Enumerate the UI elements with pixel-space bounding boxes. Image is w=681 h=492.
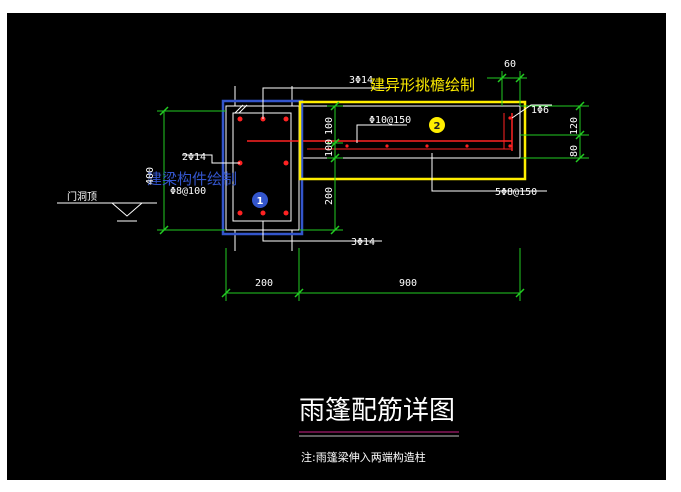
badge-1-circle[interactable] xyxy=(252,192,268,208)
canopy-dist-bar xyxy=(465,144,469,148)
canopy-highlight-box[interactable] xyxy=(298,100,527,181)
beam-top-bar xyxy=(283,116,289,122)
canopy-dist-bar xyxy=(508,116,512,120)
canopy-dist-bar xyxy=(345,144,349,148)
dim-100-upper: 100 xyxy=(324,117,335,135)
dim-80: 80 xyxy=(569,145,580,157)
door-top-symbol xyxy=(57,202,157,222)
dim-900: 900 xyxy=(399,278,417,289)
canopy-outline xyxy=(299,105,521,159)
leader-lines xyxy=(182,87,552,242)
canopy-reinforcement-drawing: 60 3Φ14 建异形挑檐绘制 1Φ6 120 80 Φ10@150 2 100… xyxy=(57,59,589,464)
label-stirrup: Φ8@100 xyxy=(170,186,206,197)
stirrup-hook xyxy=(238,104,248,114)
beam-top-bar xyxy=(237,116,243,122)
beam-side-bar xyxy=(283,160,289,166)
beam-bottom-bar xyxy=(260,210,266,216)
dim-120: 120 xyxy=(569,117,580,135)
beam-label[interactable]: 建梁构件绘制 xyxy=(147,170,237,188)
label-side-bar: 2Φ14 xyxy=(182,152,206,163)
label-dist-bar: Φ10@150 xyxy=(369,115,411,126)
label-corner-bar: 1Φ6 xyxy=(531,105,549,116)
canopy-label[interactable]: 建异形挑檐绘制 xyxy=(370,76,475,94)
drawing-note: 注:雨篷梁伸入两端构造柱 xyxy=(301,450,426,464)
stirrup-hook xyxy=(234,104,244,114)
badge-1[interactable]: 1 xyxy=(257,196,264,207)
drawing-title: 雨篷配筋详图 xyxy=(299,396,455,426)
canopy-dist-bar xyxy=(385,144,389,148)
label-bottom-bar-right: 5Φ8@150 xyxy=(495,187,537,198)
label-top-bar: 3Φ14 xyxy=(349,75,373,86)
beam-stirrup xyxy=(232,112,292,222)
canopy-dist-bar xyxy=(425,144,429,148)
cad-drawing-canvas: 60 3Φ14 建异形挑檐绘制 1Φ6 120 80 Φ10@150 2 100… xyxy=(7,13,666,480)
dim-400: 400 xyxy=(145,167,156,185)
badge-2-circle[interactable] xyxy=(429,117,445,133)
canopy-dist-bar xyxy=(508,144,512,148)
label-bottom-bar: 3Φ14 xyxy=(351,237,375,248)
beam-bottom-bar xyxy=(237,210,243,216)
label-door-top: 门洞顶 xyxy=(67,190,97,203)
dimension-ticks xyxy=(159,73,585,298)
dimension-lines xyxy=(157,71,589,301)
dim-100-lower: 100 xyxy=(324,139,335,157)
dim-200: 200 xyxy=(255,278,273,289)
dim-60: 60 xyxy=(504,59,516,70)
beam-bottom-bar xyxy=(283,210,289,216)
canopy-slab xyxy=(247,105,521,159)
dim-200-vertical: 200 xyxy=(324,187,335,205)
badge-2[interactable]: 2 xyxy=(434,121,441,132)
